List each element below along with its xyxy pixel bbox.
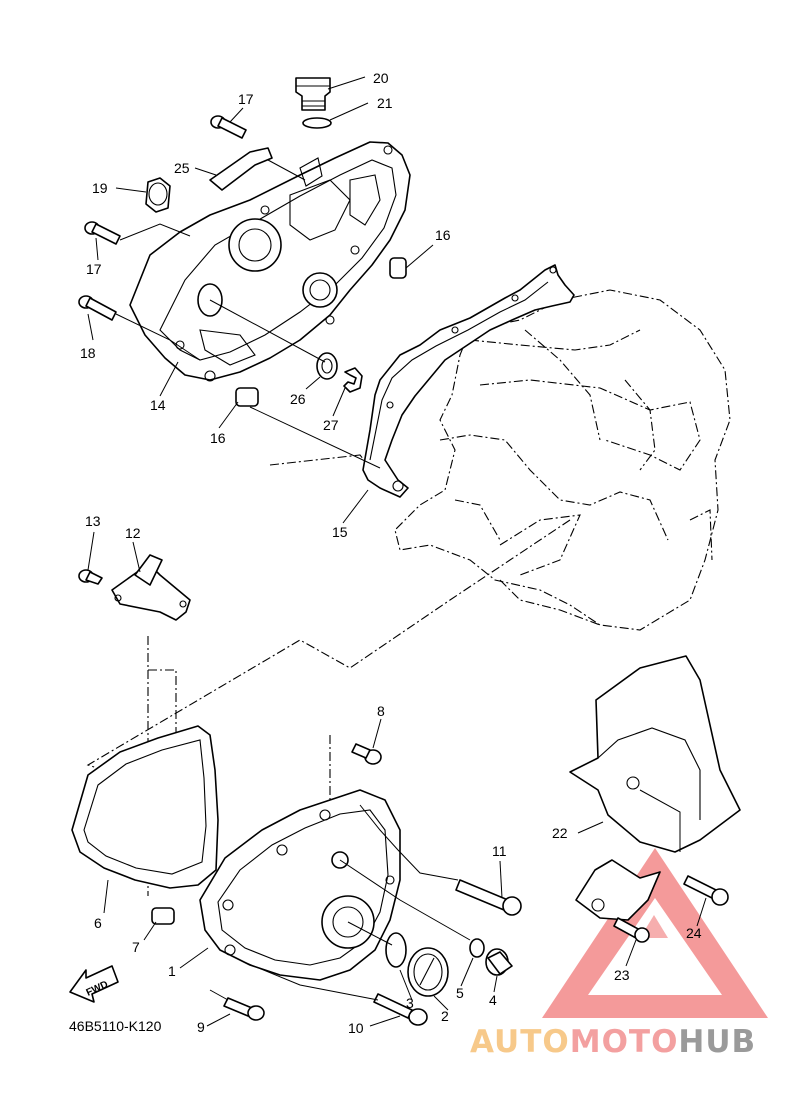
callout-numbers: 20 21 17 25 19 17 18 14 16 16 26 27 15 1… (80, 70, 702, 1036)
callout-15: 15 (332, 524, 348, 540)
dowel-pin-16-lower (235, 387, 259, 407)
callout-26: 26 (290, 391, 306, 407)
callout-8: 8 (377, 703, 385, 719)
callout-21: 21 (377, 95, 393, 111)
callout-14: 14 (150, 397, 166, 413)
callout-7: 7 (132, 939, 140, 955)
fwd-arrow-icon: FWD (69, 965, 119, 1003)
callout-12: 12 (125, 525, 141, 541)
gasket-6-inner (83, 739, 207, 875)
callout-17-upper: 17 (238, 91, 254, 107)
diagram-code: 46B5110-K120 (69, 1018, 162, 1034)
oil-seal-26 (316, 352, 338, 380)
bracket-12 (111, 554, 191, 621)
dowel-pin-7 (151, 907, 175, 925)
callout-16-lower: 16 (210, 430, 226, 446)
bolt-18 (78, 295, 117, 321)
callout-13: 13 (85, 513, 101, 529)
o-ring-5 (469, 938, 485, 958)
plug-4 (485, 948, 513, 976)
oil-filler-plug-20 (295, 77, 331, 111)
bracket-23 (575, 859, 661, 921)
bracket-25 (209, 147, 273, 191)
engine-block-outline (394, 289, 731, 631)
watermark-text: AUTOMOTOHUB (470, 1024, 756, 1060)
callout-5: 5 (456, 985, 464, 1001)
crankcase-cover-gasket-6 (71, 725, 219, 889)
callout-2: 2 (441, 1008, 449, 1024)
callout-4: 4 (489, 992, 497, 1008)
callout-6: 6 (94, 915, 102, 931)
crankcase-cover-1 (199, 789, 401, 981)
plug-2 (407, 947, 449, 997)
o-ring-3 (385, 932, 407, 968)
leader-lines (87, 76, 707, 1027)
callout-1: 1 (168, 963, 176, 979)
callout-3: 3 (406, 995, 414, 1011)
watermark-text-moto: MOTO (570, 1024, 679, 1060)
callout-22: 22 (552, 825, 568, 841)
watermark-triangle-icon (542, 848, 768, 1018)
bolt-11 (455, 879, 522, 916)
callout-10: 10 (348, 1020, 364, 1036)
callout-23: 23 (614, 967, 630, 983)
bolt-13 (78, 569, 103, 585)
guide-line-22 (639, 789, 681, 852)
sprocket-cover-22 (569, 655, 741, 853)
callout-16-upper: 16 (435, 227, 451, 243)
watermark-text-auto: AUTO (470, 1024, 570, 1060)
bolt-10 (373, 993, 428, 1026)
callout-9: 9 (197, 1019, 205, 1035)
dowel-pin-16-upper (389, 257, 407, 279)
callout-19: 19 (92, 180, 108, 196)
o-ring-21 (302, 117, 332, 129)
callout-27: 27 (323, 417, 339, 433)
bolt-17-lower (84, 221, 121, 245)
bolt-17-upper (210, 115, 247, 139)
bolt-9 (223, 997, 265, 1021)
callout-18: 18 (80, 345, 96, 361)
callout-17-lower: 17 (86, 261, 102, 277)
crankcase-gasket-15 (362, 264, 575, 498)
callout-11: 11 (492, 843, 507, 859)
bolt-24 (683, 875, 729, 906)
circlip-27 (343, 367, 363, 393)
assembly-guide-line-5 (269, 454, 381, 481)
crankcase-cover-14 (129, 141, 411, 382)
callout-25: 25 (174, 160, 190, 176)
bolt-8 (351, 743, 382, 765)
oil-seal-19 (145, 177, 171, 213)
watermark-text-hub: HUB (678, 1024, 756, 1060)
callout-24: 24 (686, 925, 702, 941)
assembly-guide-line (86, 519, 571, 783)
bolt-23 (613, 917, 650, 943)
callout-20: 20 (373, 70, 389, 86)
